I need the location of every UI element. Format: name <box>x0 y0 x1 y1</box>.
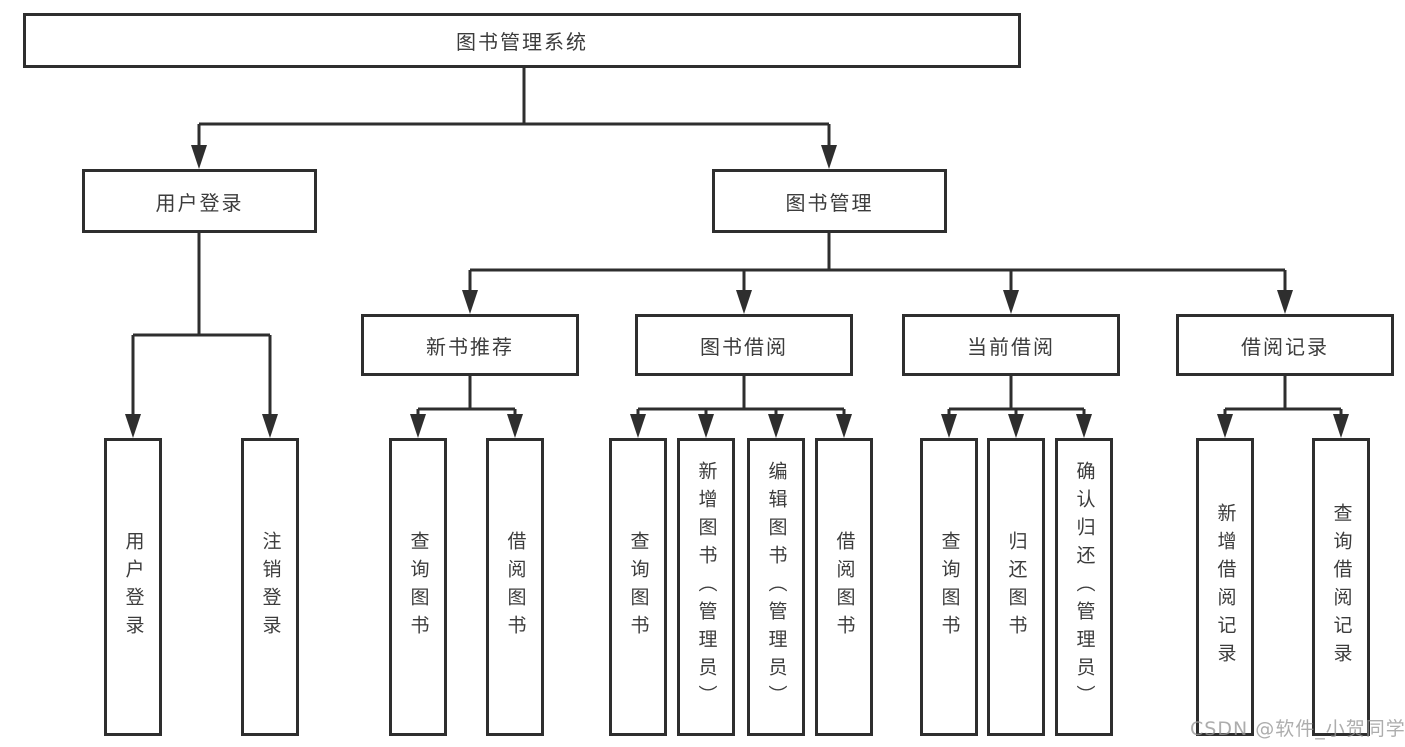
node-borrow-records-label: 借阅记录 <box>1241 334 1329 359</box>
arrowhead-recd-query <box>1333 414 1349 438</box>
leaf-recommend-query-books: 查询图书 <box>389 438 447 736</box>
leaf-user-login: 用户登录 <box>104 438 162 736</box>
arrowhead-logout <box>262 414 278 438</box>
csdn-watermark: CSDN @软件_小贺同学 <box>1190 718 1405 740</box>
leaf-query-borrow-record: 查询借阅记录 <box>1312 438 1370 736</box>
leaf-current-query-books: 查询图书 <box>920 438 978 736</box>
arrowhead-rec-query <box>410 414 426 438</box>
leaf-recommend-borrow-books: 借阅图书 <box>486 438 544 736</box>
arrowhead-cur-confirm <box>1076 414 1092 438</box>
node-new-book-recommend-label: 新书推荐 <box>426 334 514 359</box>
leaf-borrow-books: 借阅图书 <box>815 438 873 736</box>
node-current-borrow-label: 当前借阅 <box>967 334 1055 359</box>
node-borrow-records: 借阅记录 <box>1176 314 1394 376</box>
leaf-edit-book-admin: 编辑图书（管理员） <box>747 438 805 736</box>
leaf-logout: 注销登录 <box>241 438 299 736</box>
node-root: 图书管理系统 <box>23 13 1021 68</box>
arrowhead-user-login <box>125 414 141 438</box>
leaf-confirm-return-admin: 确认归还（管理员） <box>1055 438 1113 736</box>
leaf-add-book-admin: 新增图书（管理员） <box>677 438 735 736</box>
node-user-login-branch: 用户登录 <box>82 169 317 233</box>
arrowhead-records <box>1277 290 1293 314</box>
leaf-return-books: 归还图书 <box>987 438 1045 736</box>
leaf-borrow-query-books: 查询图书 <box>609 438 667 736</box>
arrowhead-cur-query <box>941 414 957 438</box>
arrowhead-recd-add <box>1217 414 1233 438</box>
node-root-label: 图书管理系统 <box>456 30 588 54</box>
node-user-login-branch-label: 用户登录 <box>155 190 244 215</box>
arrowhead-borrow <box>736 290 752 314</box>
node-new-book-recommend: 新书推荐 <box>361 314 579 376</box>
arrowhead-bor-edit <box>768 414 784 438</box>
arrowhead-recommend <box>462 290 478 314</box>
node-book-management: 图书管理 <box>712 169 947 233</box>
arrowhead-login <box>191 145 207 169</box>
arrowhead-current <box>1003 290 1019 314</box>
arrowhead-mgmt <box>821 145 837 169</box>
arrowhead-rec-borrow <box>507 414 523 438</box>
arrowhead-bor-query <box>630 414 646 438</box>
node-book-borrow: 图书借阅 <box>635 314 853 376</box>
leaf-add-borrow-record: 新增借阅记录 <box>1196 438 1254 736</box>
arrowhead-cur-return <box>1008 414 1024 438</box>
arrowhead-bor-borrow <box>836 414 852 438</box>
node-current-borrow: 当前借阅 <box>902 314 1120 376</box>
arrowhead-bor-add <box>698 414 714 438</box>
node-book-management-label: 图书管理 <box>785 190 874 215</box>
node-book-borrow-label: 图书借阅 <box>700 334 788 359</box>
